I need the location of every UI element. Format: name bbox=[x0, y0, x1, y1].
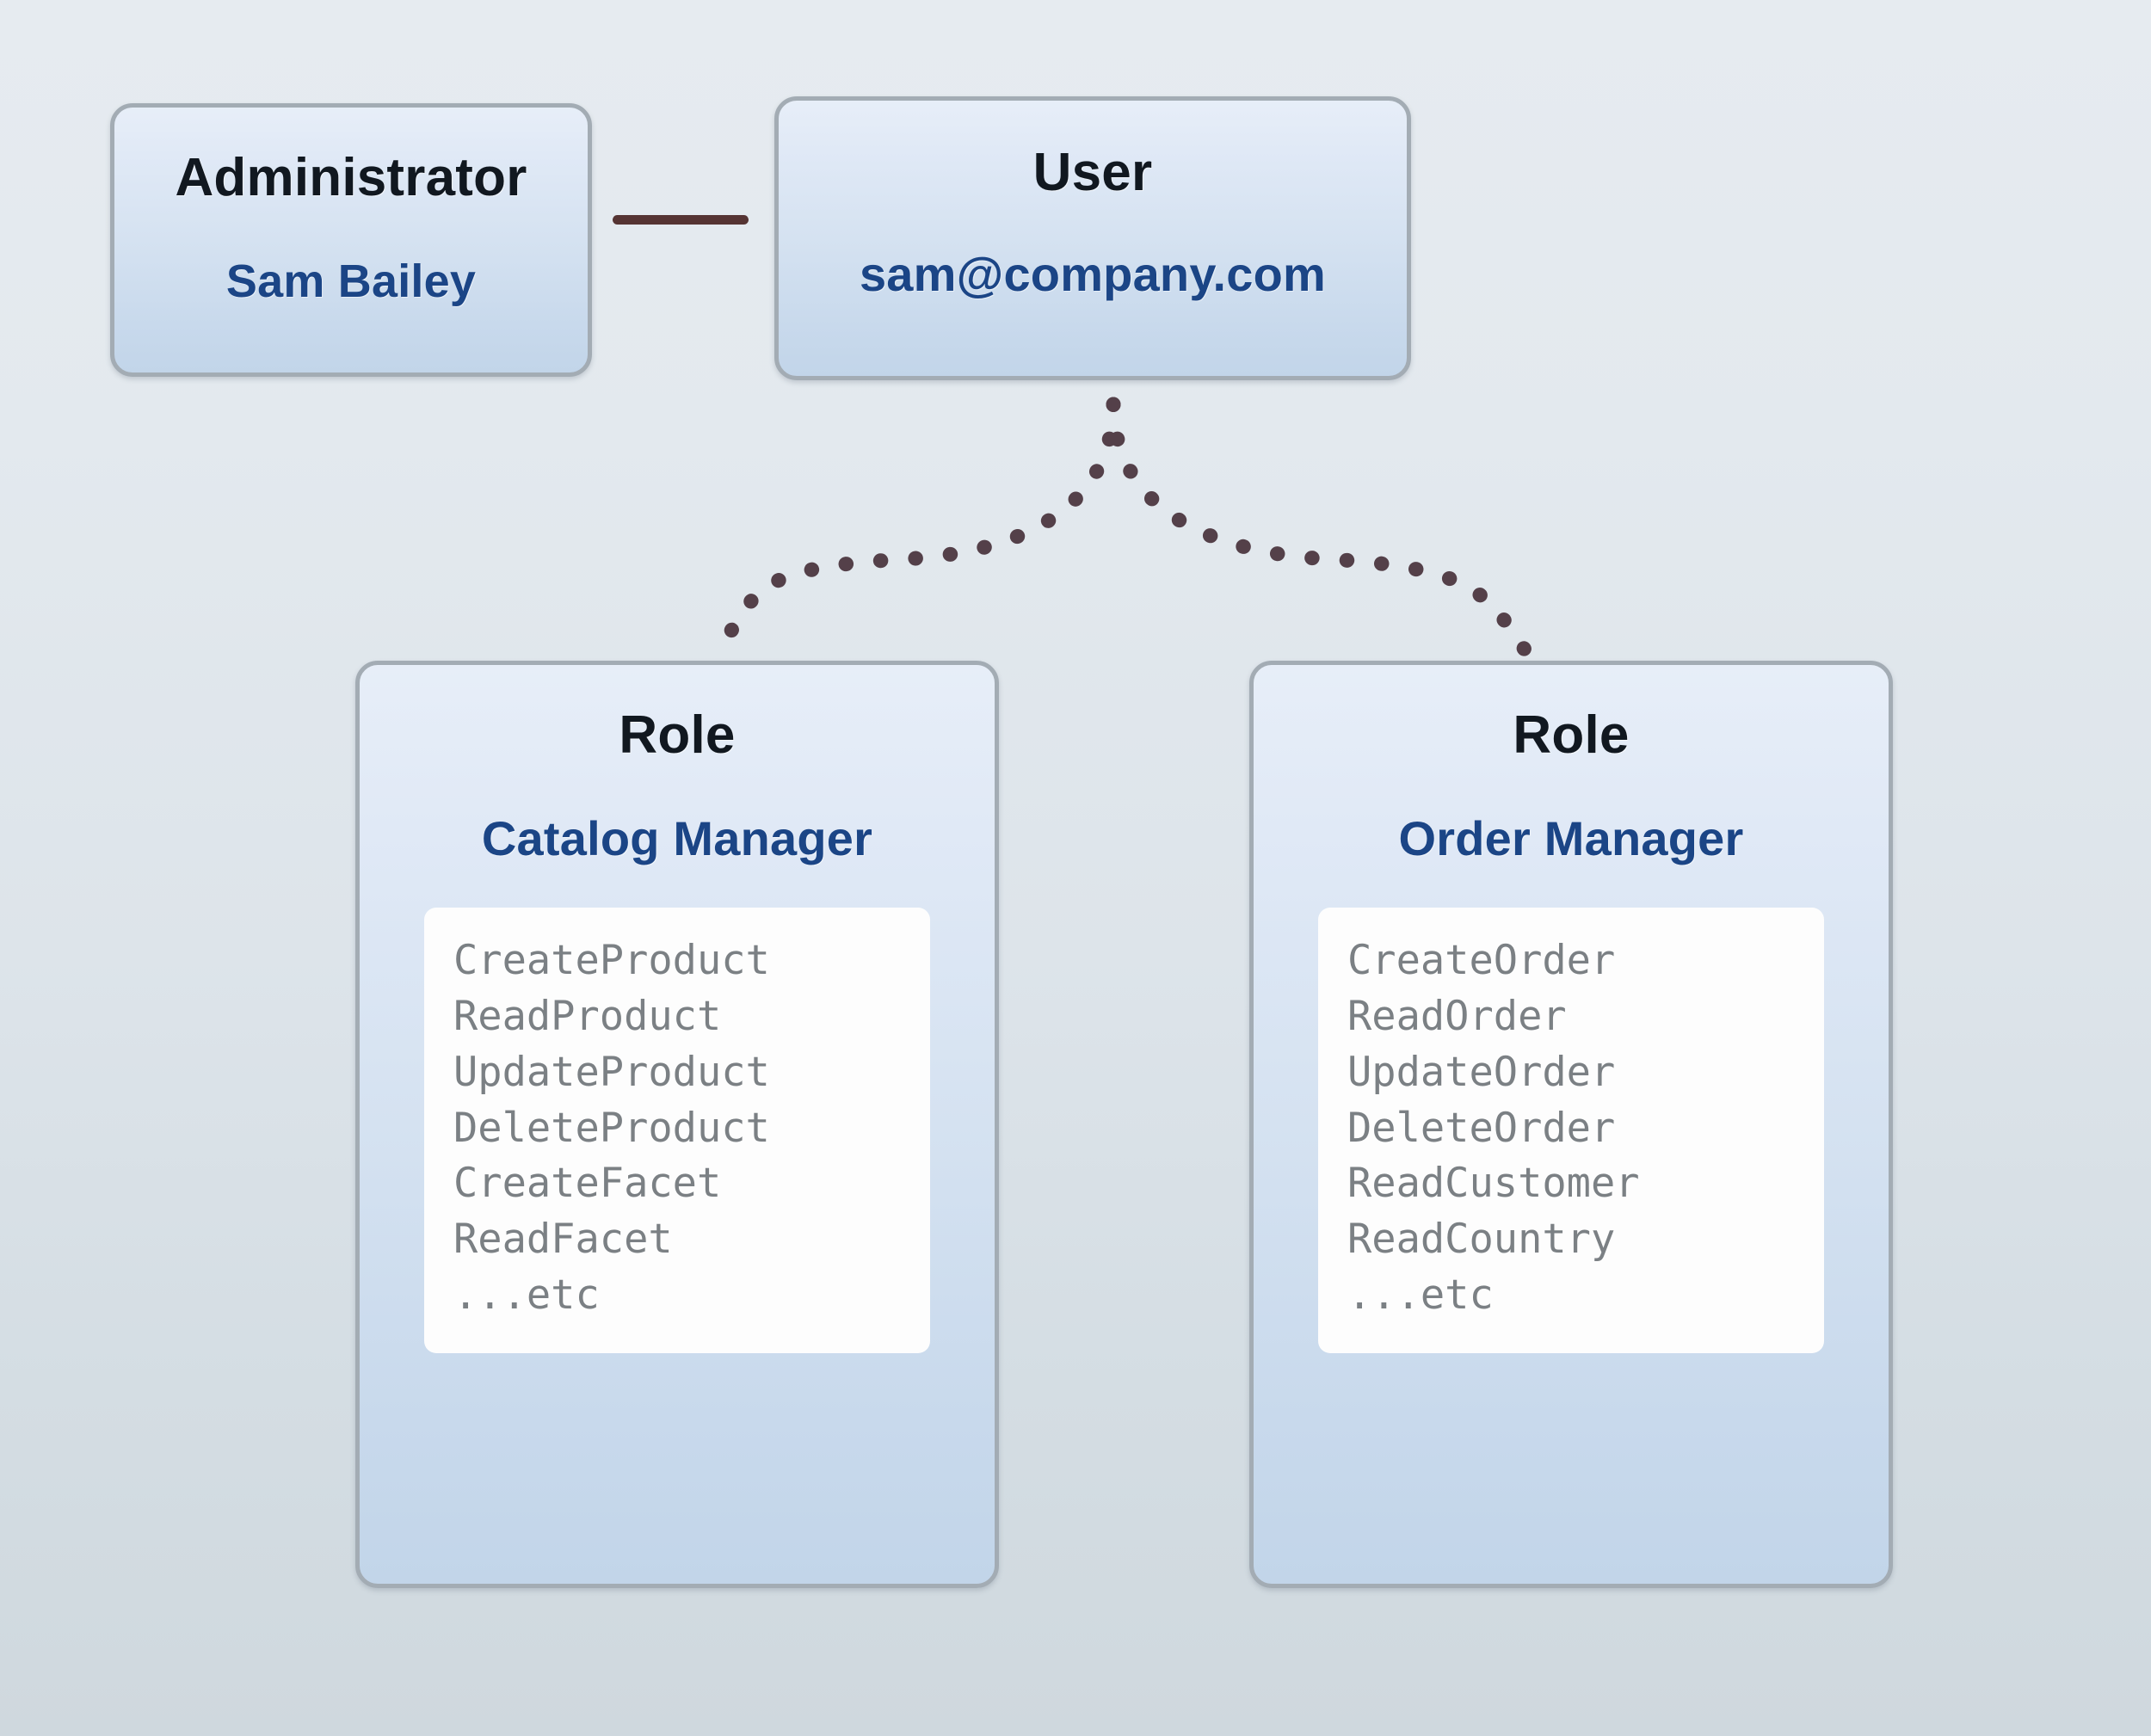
permission-list: CreateOrder ReadOrder UpdateOrder Delete… bbox=[1318, 908, 1824, 1354]
permission-item: UpdateProduct bbox=[453, 1048, 770, 1096]
administrator-node[interactable]: Administrator Sam Bailey bbox=[110, 103, 592, 377]
permission-item: ReadProduct bbox=[453, 992, 722, 1040]
user-email-label: sam@company.com bbox=[859, 247, 1327, 301]
permission-item: ReadCountry bbox=[1347, 1216, 1616, 1264]
permission-item: DeleteProduct bbox=[453, 1104, 770, 1152]
role-node-order-manager[interactable]: Role Order Manager CreateOrder ReadOrder… bbox=[1249, 661, 1893, 1588]
user-node[interactable]: User sam@company.com bbox=[774, 96, 1411, 380]
permission-item: UpdateOrder bbox=[1347, 1048, 1616, 1096]
role-type-label: Role bbox=[619, 705, 736, 765]
role-name-label: Order Manager bbox=[1398, 811, 1744, 865]
permission-item: DeleteOrder bbox=[1347, 1104, 1616, 1152]
role-name-label: Catalog Manager bbox=[481, 811, 873, 865]
role-node-catalog-manager[interactable]: Role Catalog Manager CreateProduct ReadP… bbox=[355, 661, 999, 1588]
permission-item: ReadCustomer bbox=[1347, 1160, 1640, 1208]
administrator-type-label: Administrator bbox=[175, 148, 527, 207]
administrator-user-link bbox=[613, 215, 749, 225]
permission-item: CreateOrder bbox=[1347, 937, 1616, 984]
permission-item: ReadFacet bbox=[453, 1216, 673, 1264]
permission-item: CreateFacet bbox=[453, 1160, 722, 1208]
permission-list: CreateProduct ReadProduct UpdateProduct … bbox=[424, 908, 930, 1354]
role-type-label: Role bbox=[1513, 705, 1630, 765]
edge-user-to-role-right bbox=[1106, 397, 1532, 657]
permission-item: ReadOrder bbox=[1347, 992, 1567, 1040]
permission-item: ...etc bbox=[453, 1271, 600, 1320]
permission-item: CreateProduct bbox=[453, 937, 770, 984]
permission-item: ...etc bbox=[1347, 1271, 1494, 1320]
edge-user-to-role-left bbox=[712, 397, 1121, 657]
administrator-name-label: Sam Bailey bbox=[225, 255, 477, 307]
user-type-label: User bbox=[1032, 143, 1153, 202]
